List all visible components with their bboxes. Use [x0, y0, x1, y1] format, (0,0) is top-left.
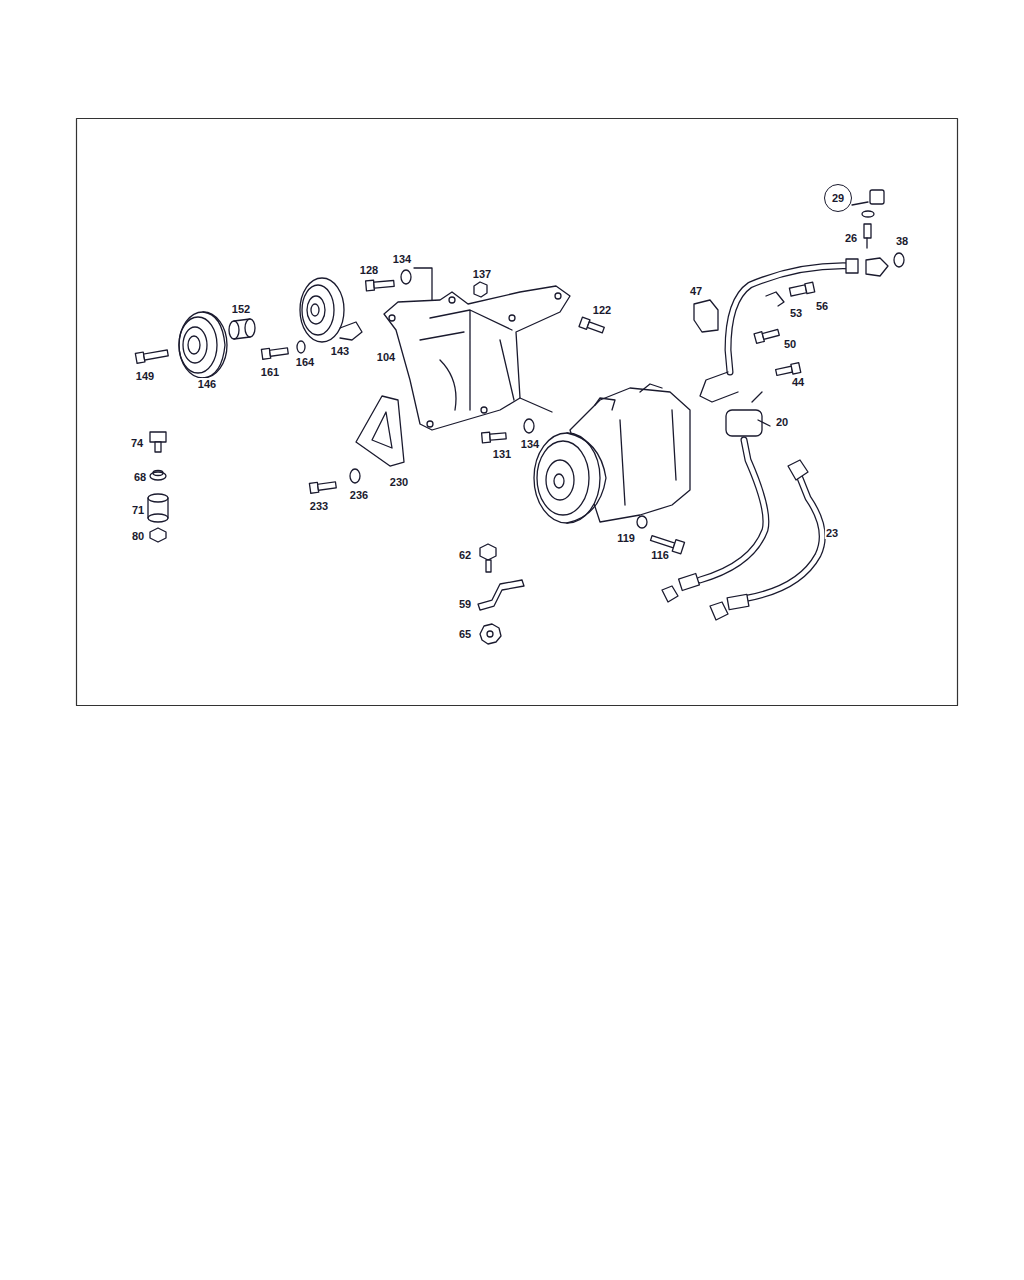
callout-number: 236	[349, 489, 369, 501]
callout-number: 233	[309, 500, 329, 512]
callout-number: 122	[592, 304, 612, 316]
callout-number: 134	[392, 253, 412, 265]
callout-number: 74	[130, 437, 144, 449]
callout-number: 134	[520, 438, 540, 450]
callout-number: 20	[775, 416, 789, 428]
callout-number: 131	[492, 448, 512, 460]
callout-number: 59	[458, 598, 472, 610]
callout-circle: 29	[824, 184, 852, 212]
callout-number: 26	[844, 232, 858, 244]
callout-number: 119	[616, 532, 636, 544]
callout-number: 137	[472, 268, 492, 280]
callout-number: 68	[133, 471, 147, 483]
callout-number: 44	[791, 376, 805, 388]
callout-number: 152	[231, 303, 251, 315]
callout-number: 230	[389, 476, 409, 488]
callout-number: 143	[330, 345, 350, 357]
callout-number: 53	[789, 307, 803, 319]
callout-number: 104	[376, 351, 396, 363]
callout-number: 56	[815, 300, 829, 312]
callout-number: 65	[458, 628, 472, 640]
callout-number: 50	[783, 338, 797, 350]
callout-number: 23	[825, 527, 839, 539]
callout-number: 62	[458, 549, 472, 561]
callout-number: 128	[359, 264, 379, 276]
callout-number: 146	[197, 378, 217, 390]
callout-number: 47	[689, 285, 703, 297]
callout-number: 38	[895, 235, 909, 247]
callout-number: 164	[295, 356, 315, 368]
callout-number: 29	[832, 192, 844, 204]
callout-number: 149	[135, 370, 155, 382]
callout-number: 80	[131, 530, 145, 542]
callout-number: 116	[650, 549, 670, 561]
callout-number: 161	[260, 366, 280, 378]
callout-number: 71	[131, 504, 145, 516]
